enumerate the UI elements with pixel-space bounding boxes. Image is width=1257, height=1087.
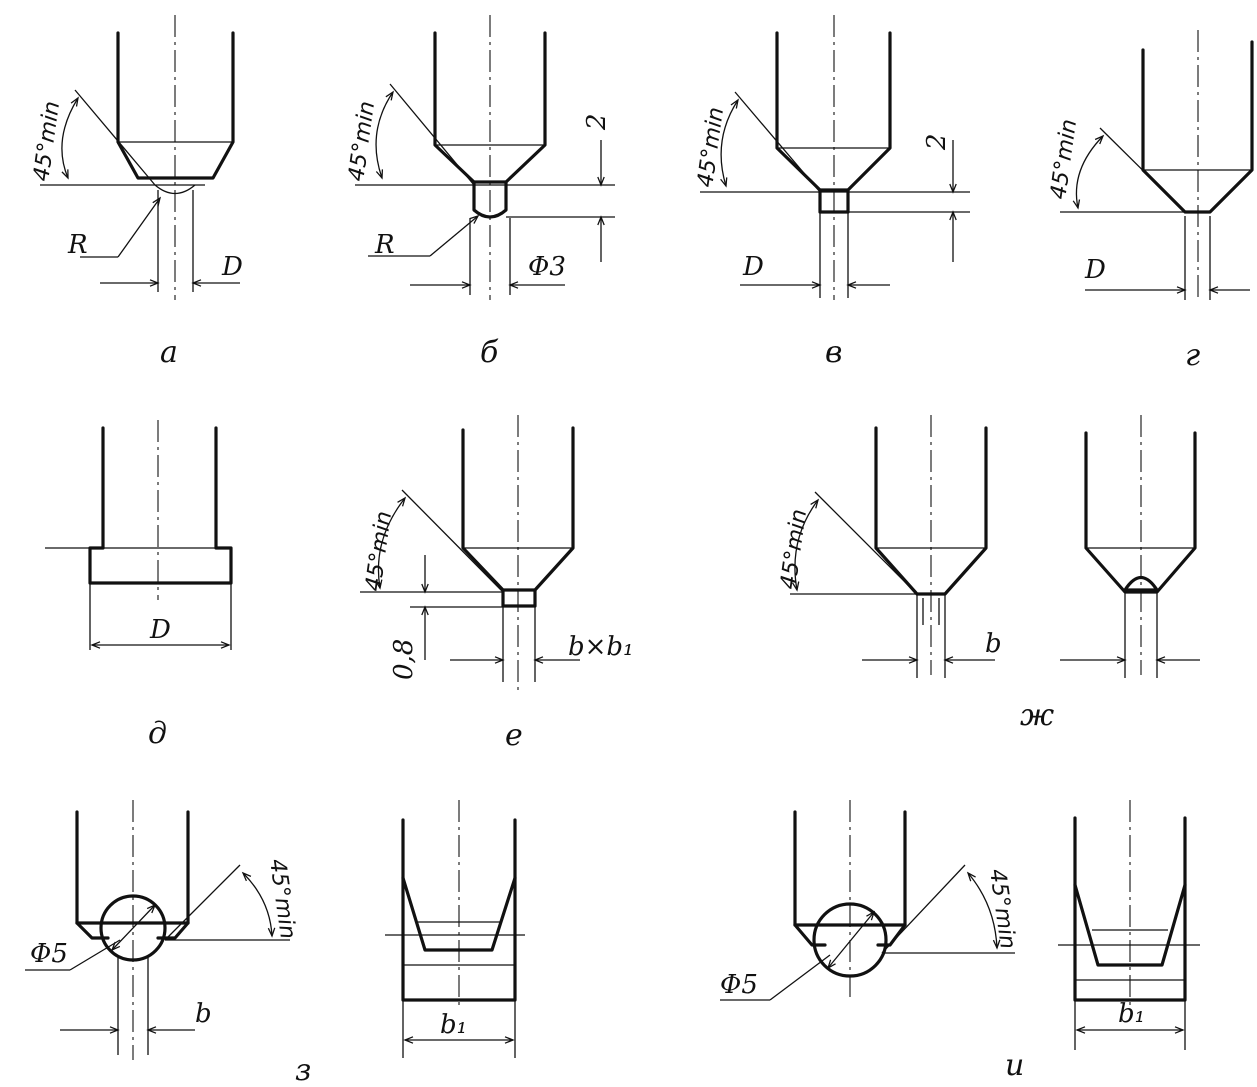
figure-i: 45°min Φ5 b₁ и [720,800,1200,1083]
diameter-label-g: D [1084,255,1106,285]
figure-e: 45°min 0,8 b×b₁ е [360,415,634,753]
caption-a: а [160,335,178,370]
angle-label-b: 45°min [344,100,380,183]
diameter-label-v: D [742,252,764,282]
height-label-b: 2 [582,113,612,131]
diameter-label-b: Φ3 [528,252,566,282]
gap-label-e: 0,8 [389,639,419,680]
figure-b: 45°min R 2 Φ3 б [344,15,615,370]
caption-b: б [480,335,499,370]
caption-i: и [1005,1048,1024,1083]
width-b1-label-i: b₁ [1118,999,1145,1029]
caption-d: д [148,716,167,751]
figure-v: 45°min 2 D в [693,15,970,370]
diameter-label-i: Φ5 [720,970,758,1000]
diameter-label-d: D [149,615,171,645]
angle-label-a: 45°min [29,100,65,183]
width-b1-label-z: b₁ [440,1010,467,1040]
angle-label-e: 45°min [361,510,397,593]
width-label-z: b [195,999,212,1029]
size-label-e: b×b₁ [568,632,634,662]
caption-g: г [1185,338,1200,373]
figure-g: 45°min D г [1046,30,1254,373]
height-label-v: 2 [922,133,952,151]
figure-zh: 45°min b ж [776,415,1200,733]
caption-v: в [825,335,842,370]
angle-label-z: 45°min [264,857,300,940]
caption-z: з [295,1053,311,1087]
caption-e: е [505,718,523,753]
angle-label-zh: 45°min [776,508,812,591]
caption-zh: ж [1020,698,1054,733]
figure-z: 45°min Φ5 b b₁ з [25,800,525,1087]
figure-d: D д [45,420,233,751]
radius-label-b: R [374,230,395,260]
radius-label-a: R [67,230,88,260]
diameter-label-a: D [221,252,243,282]
width-label-zh: b [985,629,1002,659]
figure-a: 45°min R D а [29,15,243,370]
diameter-label-z: Φ5 [30,939,68,969]
angle-label-i: 45°min [984,867,1020,950]
